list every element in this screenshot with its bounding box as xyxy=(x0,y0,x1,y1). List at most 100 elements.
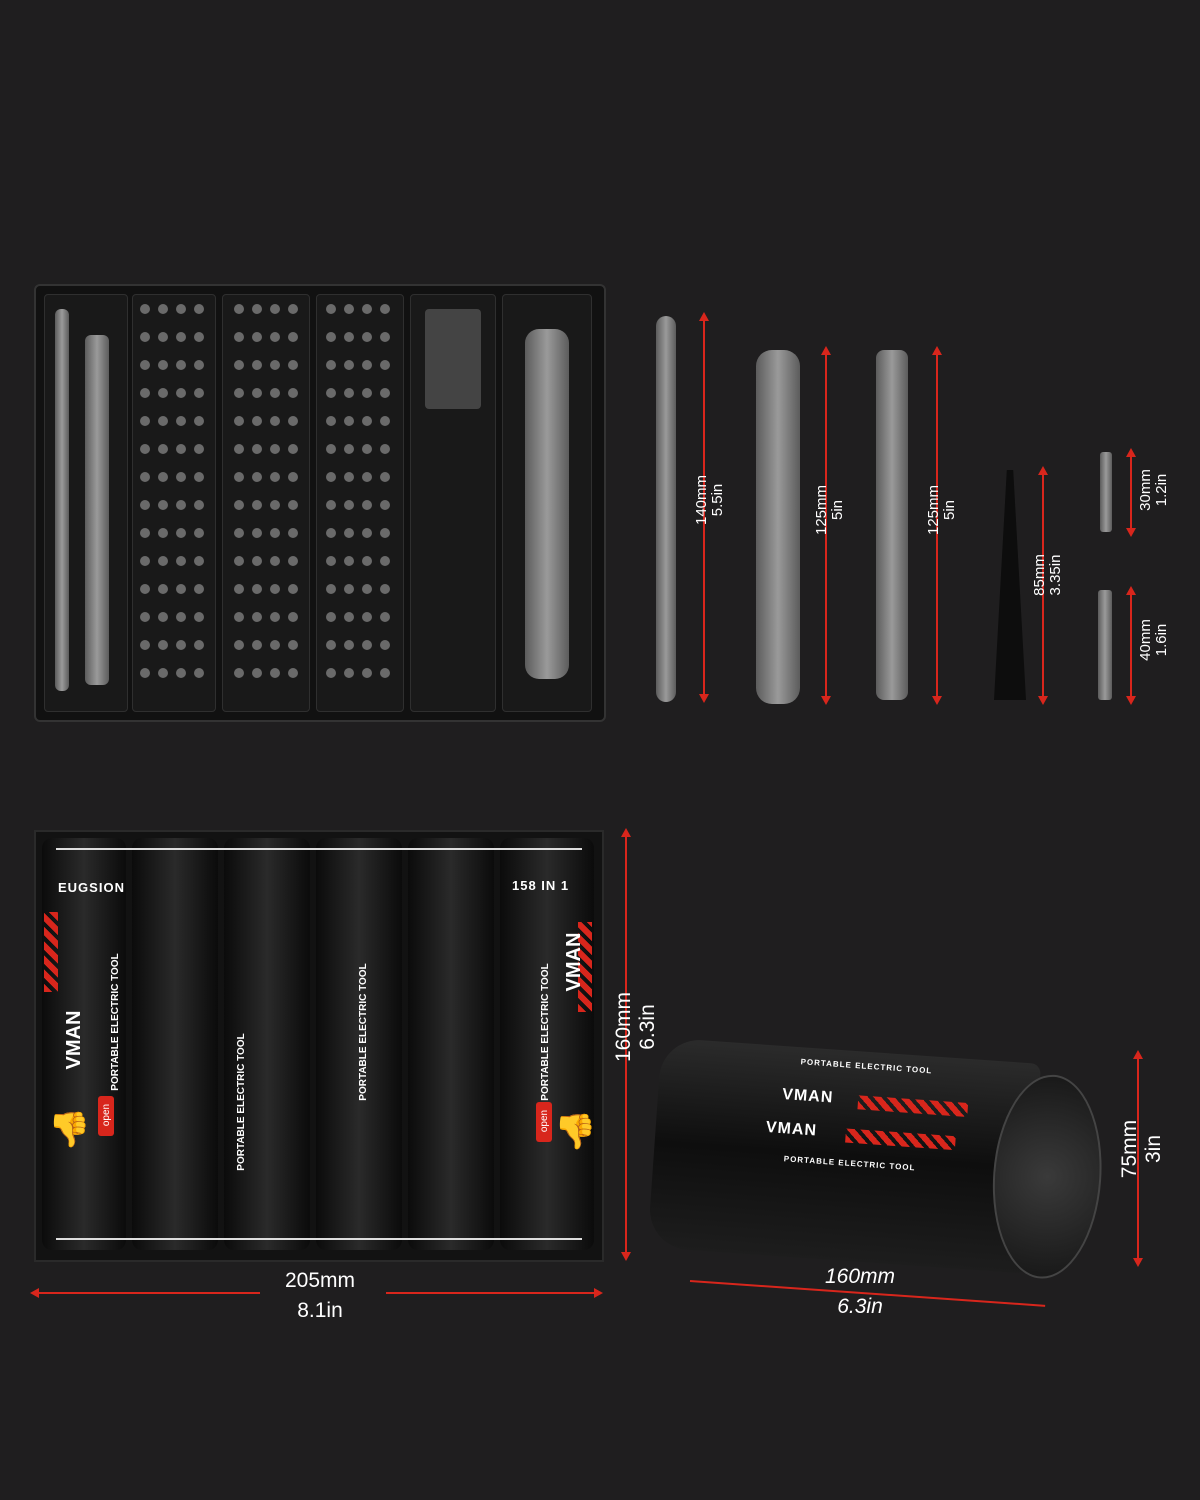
long-bit xyxy=(1098,590,1112,700)
tray-bit xyxy=(288,332,298,342)
tray-bit xyxy=(140,444,150,454)
tray-bit xyxy=(288,584,298,594)
tray-bit xyxy=(194,528,204,538)
tray-bit xyxy=(252,332,262,342)
case-subtitle-2: PORTABLE ELECTRIC TOOL xyxy=(234,1002,250,1202)
tray-bit xyxy=(380,332,390,342)
case-subtitle-2-text: PORTABLE ELECTRIC TOOL xyxy=(236,1033,247,1171)
label-tweezer-in: 3.35in xyxy=(1047,554,1064,596)
tray-bit xyxy=(234,500,244,510)
electric-screwdriver xyxy=(756,350,800,704)
tray-bit xyxy=(194,388,204,398)
tray-bit xyxy=(234,304,244,314)
short-bit xyxy=(1100,452,1112,532)
dim-line-case-height xyxy=(625,832,627,1256)
tray-bit xyxy=(380,472,390,482)
tray-bit xyxy=(326,444,336,454)
dim-arrow xyxy=(1133,1258,1143,1267)
case-subtitle-1-text: PORTABLE ELECTRIC TOOL xyxy=(110,953,121,1091)
tray-bit xyxy=(252,668,262,678)
tray-bit xyxy=(194,668,204,678)
tray-bit xyxy=(270,556,280,566)
dim-line-bit-short xyxy=(1130,452,1132,532)
tray-bit xyxy=(344,444,354,454)
tray-bit xyxy=(234,612,244,622)
tray-bit xyxy=(344,500,354,510)
tray-bit xyxy=(270,500,280,510)
label-tweezer: 85mm 3.35in xyxy=(1031,520,1064,630)
tray-bit xyxy=(288,500,298,510)
circuit-line-top xyxy=(56,848,582,850)
dim-arrow xyxy=(1126,448,1136,457)
case-brand-left: VMAN xyxy=(63,1000,85,1080)
tray-bit xyxy=(194,444,204,454)
tray-bit xyxy=(234,584,244,594)
tray-bit xyxy=(234,444,244,454)
tray-bit xyxy=(140,500,150,510)
tray-bit xyxy=(288,472,298,482)
thumbs-down-icon: 👎 xyxy=(48,1111,91,1149)
tray-bit xyxy=(140,668,150,678)
tray-bit xyxy=(158,584,168,594)
tray-bit xyxy=(270,612,280,622)
tray-bit xyxy=(326,388,336,398)
tray-bit xyxy=(326,556,336,566)
tray-bit xyxy=(344,388,354,398)
tray-slot-accessories xyxy=(410,294,496,712)
tray-bit xyxy=(194,556,204,566)
tray-bit xyxy=(380,612,390,622)
tray-bit xyxy=(176,500,186,510)
tray-bit xyxy=(288,304,298,314)
dim-arrow xyxy=(30,1288,39,1298)
tray-bit xyxy=(326,304,336,314)
dim-arrow xyxy=(1126,528,1136,537)
tray-bit xyxy=(140,304,150,314)
tray-bit xyxy=(158,668,168,678)
tray-bit xyxy=(252,612,262,622)
label-spudger-mm: 140mm xyxy=(693,474,710,526)
tray-bit xyxy=(234,416,244,426)
label-driver-mm: 125mm xyxy=(813,484,830,536)
tray-bit xyxy=(140,472,150,482)
tray-bit xyxy=(252,500,262,510)
tray-bit xyxy=(194,304,204,314)
rolled-case-body xyxy=(647,1037,1042,1274)
tray-bit xyxy=(234,528,244,538)
tray-slot-spudger xyxy=(44,294,128,712)
case-brand-right-text: VMAN xyxy=(563,932,585,992)
label-case-height-in: 6.3in xyxy=(636,1004,659,1050)
tray-bit xyxy=(158,304,168,314)
closed-case-flat: EUGSION 158 IN 1 VMAN PORTABLE ELECTRIC … xyxy=(34,830,604,1262)
tray-bit xyxy=(176,556,186,566)
tray-slot-driver xyxy=(502,294,592,712)
label-case-width: 205mm 8.1in xyxy=(250,1266,390,1326)
tray-bit xyxy=(288,640,298,650)
tray-bit xyxy=(344,360,354,370)
rolled-brand-1: VMAN xyxy=(781,1086,834,1107)
tray-bit xyxy=(326,584,336,594)
tray-bit xyxy=(176,360,186,370)
tray-bit xyxy=(380,444,390,454)
tray-bit xyxy=(362,640,372,650)
rolled-case: VMAN VMAN PORTABLE ELECTRIC TOOL PORTABL… xyxy=(647,1037,1109,1283)
label-handle-in: 5in xyxy=(941,499,958,521)
rolled-brand-2: VMAN xyxy=(765,1118,818,1140)
tray-bit xyxy=(344,612,354,622)
dim-line-case-width-right xyxy=(386,1292,598,1294)
tray-bit xyxy=(288,668,298,678)
label-case-height-mm: 160mm xyxy=(612,991,635,1063)
tray-bit xyxy=(326,416,336,426)
tray-bit xyxy=(176,640,186,650)
tray-bit xyxy=(362,612,372,622)
case-tube xyxy=(132,838,218,1250)
tray-bit xyxy=(194,332,204,342)
tray-bit xyxy=(158,444,168,454)
tray-bit xyxy=(344,640,354,650)
tray-bit xyxy=(234,556,244,566)
tray-electric-driver xyxy=(525,329,569,679)
dim-arrow xyxy=(699,694,709,703)
open-label-left-text: open xyxy=(101,1103,112,1127)
label-case-height: 160mm 6.3in xyxy=(612,962,660,1092)
dim-arrow xyxy=(1038,466,1048,475)
tray-bit xyxy=(140,640,150,650)
